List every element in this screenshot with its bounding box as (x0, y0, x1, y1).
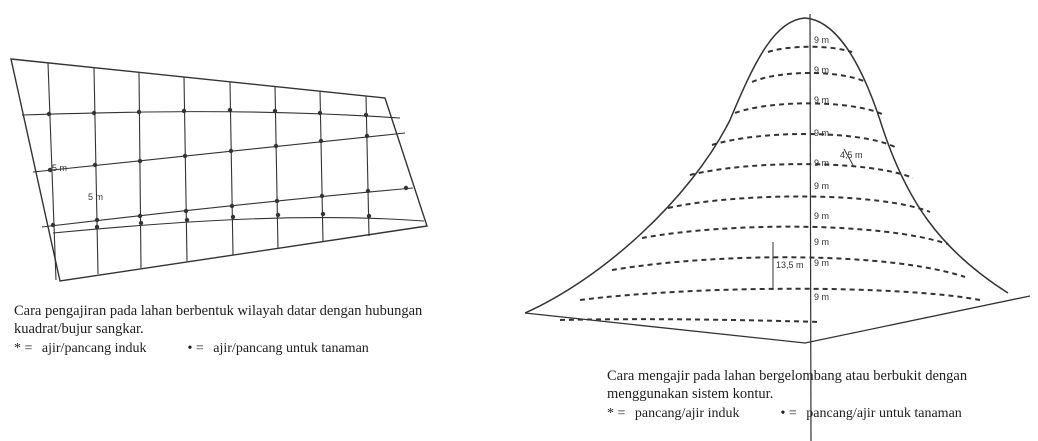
contour-label-3: 9 m (814, 95, 829, 105)
hill-caption: Cara mengajir pada lahan bergelombang at… (607, 367, 1037, 423)
grid-horizontal-lines (21, 111, 425, 234)
legend-plant-symbol: • = (780, 406, 797, 422)
contour-lines (559, 45, 981, 323)
grid-vertical-lines (47, 62, 370, 281)
contour-label-7: 9 m (814, 211, 829, 221)
hill-legend: * = pancang/ajir induk • = pancang/ajir … (607, 405, 1037, 423)
contour-labels: 9 m 9 m 9 m 9 m 9 m 9 m 9 m 9 m 9 m 9 m … (776, 35, 863, 302)
contour-label-10: 9 m (814, 292, 829, 302)
flat-land-caption: Cara pengajiran pada lahan berbentuk wil… (14, 302, 514, 358)
land-boundary (10, 58, 428, 282)
spacing-label-small: 4,5 m (840, 150, 863, 160)
spacing-label-h: 5 m (52, 163, 67, 173)
legend-main-symbol: * = (14, 341, 33, 357)
contour-label-4: 9 m (814, 128, 829, 138)
flat-land-legend: * = ajir/pancang induk • = ajir/pancang … (14, 340, 514, 358)
caption-line-2: menggunakan sistem kontur. (607, 386, 774, 403)
stake-points (46, 107, 409, 230)
hill-outline (524, 17, 1009, 314)
caption-line-1: Cara pengajiran pada lahan berbentuk wil… (14, 303, 423, 319)
contour-label-8: 9 m (814, 237, 829, 247)
legend-main-text: pancang/ajir induk (634, 406, 740, 422)
legend-main-symbol: * = (607, 406, 626, 422)
legend-plant-symbol: • = (187, 341, 204, 357)
contour-label-1: 9 m (814, 35, 829, 45)
legend-plant-text: pancang/ajir untuk tanaman (806, 406, 962, 422)
flat-land-diagram: 5 m 5 m (10, 58, 428, 282)
contour-label-5: 9 m (814, 158, 829, 168)
contour-label-9: 9 m (814, 258, 829, 268)
spacing-label-large: 13,5 m (776, 260, 804, 270)
measure-marker-small (843, 148, 854, 166)
contour-label-6: 9 m (814, 181, 829, 191)
legend-main-text: ajir/pancang induk (41, 341, 147, 357)
caption-line-2: kuadrat/bujur sangkar. (14, 321, 144, 338)
spacing-label-v: 5 m (88, 192, 103, 202)
hill-base-line (524, 295, 1031, 344)
legend-plant-text: ajir/pancang untuk tanaman (213, 341, 369, 357)
hill-center-axis (809, 13, 812, 441)
caption-line-1: Cara mengajir pada lahan bergelombang at… (607, 368, 968, 384)
hill-contour-diagram: 9 m 9 m 9 m 9 m 9 m 9 m 9 m 9 m 9 m 9 m … (524, 13, 1031, 441)
contour-label-2: 9 m (814, 65, 829, 75)
